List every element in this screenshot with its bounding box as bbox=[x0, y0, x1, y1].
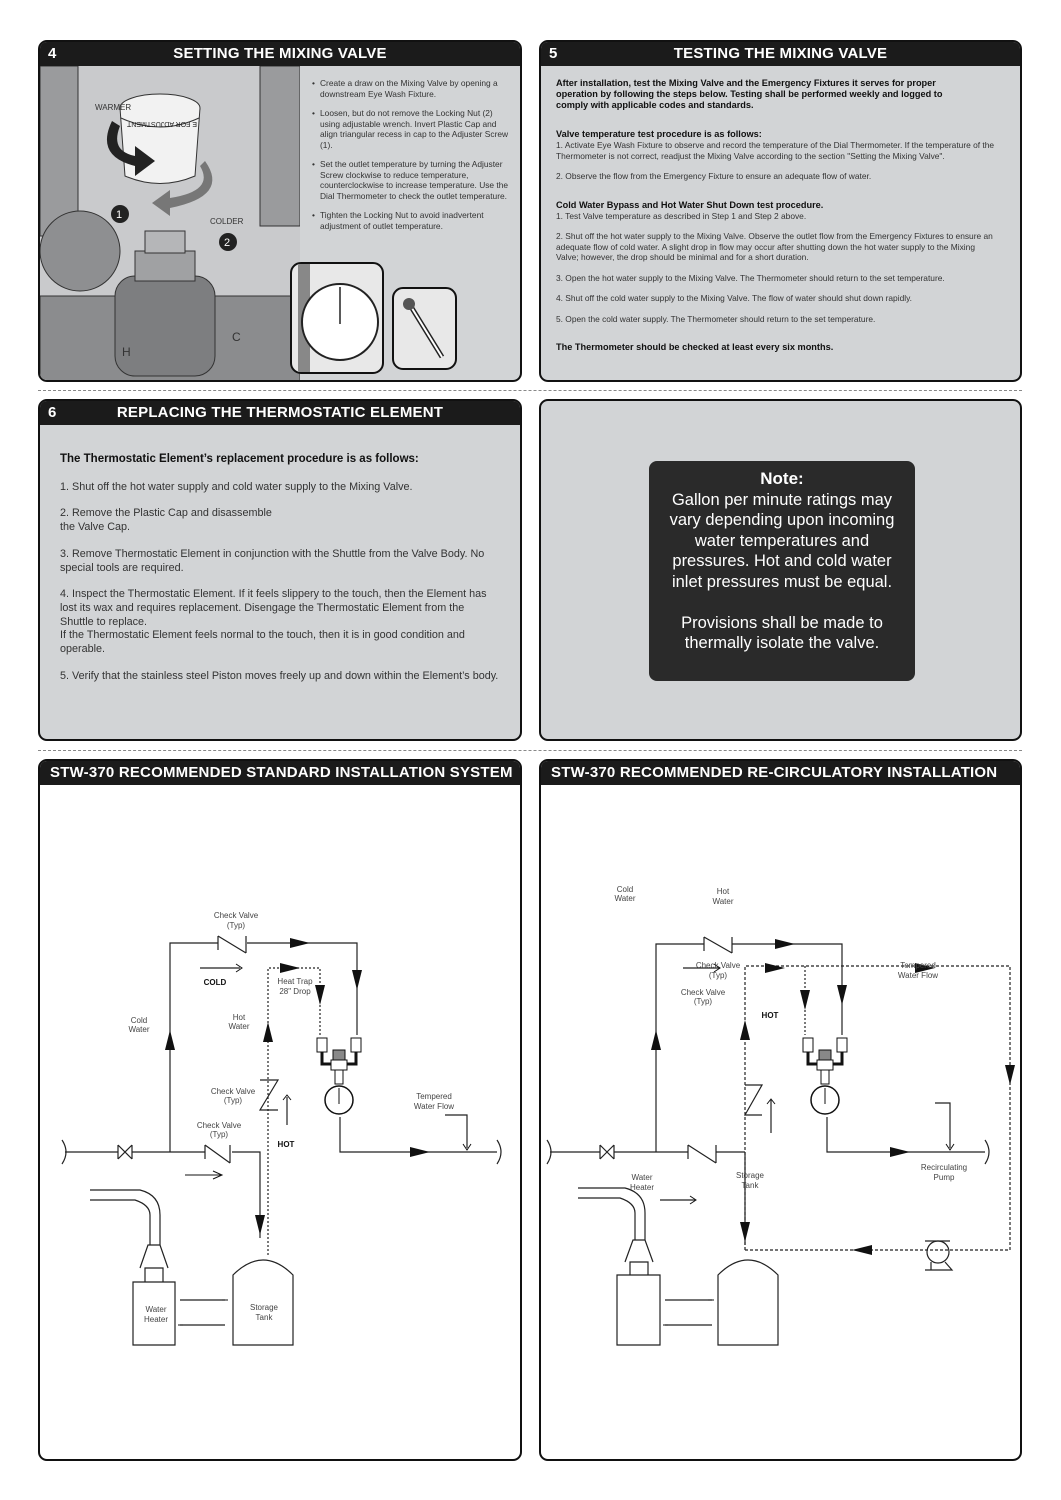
replacement-heading: The Thermostatic Element’s replacement p… bbox=[60, 453, 419, 465]
divider bbox=[38, 390, 1022, 391]
hot-inlet-label: H bbox=[122, 345, 131, 359]
list-item: 2. Shut off the hot water supply to the … bbox=[556, 231, 993, 262]
thermometer-check-note: The Thermometer should be checked at lea… bbox=[556, 342, 834, 352]
section-replacing-thermostatic-element: 6 REPLACING THE THERMOSTATIC ELEMENT The… bbox=[38, 399, 522, 741]
note-title: Note: bbox=[760, 469, 804, 488]
list-item: Create a draw on the Mixing Valve by ope… bbox=[312, 78, 510, 99]
section-testing-mixing-valve: 5 TESTING THE MIXING VALVE After install… bbox=[539, 40, 1022, 382]
note-text: Gallon per minute ratings may vary depen… bbox=[669, 490, 895, 591]
list-item: Tighten the Locking Nut to avoid inadver… bbox=[312, 210, 510, 231]
mixing-valve-adjustment-illustration: E FOR ADJUSTMENT WARMER COLDER 1 2 H C bbox=[40, 66, 300, 380]
section-number: 5 bbox=[549, 45, 558, 62]
callout-1: 1 bbox=[116, 209, 122, 221]
section-header: STW-370 RECOMMENDED RE-CIRCULATORY INSTA… bbox=[541, 761, 1020, 805]
cap-adjustment-text: E FOR ADJUSTMENT bbox=[126, 120, 197, 127]
callout-2: 2 bbox=[224, 237, 230, 249]
warmer-label: WARMER bbox=[95, 103, 131, 112]
list-item: 2. Remove the Plastic Cap and disassembl… bbox=[60, 507, 272, 534]
valve-test-heading: Valve temperature test procedure is as f… bbox=[556, 129, 762, 139]
section-header: 6 REPLACING THE THERMOSTATIC ELEMENT bbox=[40, 401, 520, 425]
section-number: 4 bbox=[48, 45, 57, 62]
bypass-test-heading: Cold Water Bypass and Hot Water Shut Dow… bbox=[556, 199, 824, 210]
wrench-icon bbox=[392, 287, 457, 370]
recirculatory-installation-panel: STW-370 RECOMMENDED RE-CIRCULATORY INSTA… bbox=[539, 759, 1022, 1461]
list-item: 5. Open the cold water supply. The Therm… bbox=[556, 313, 876, 324]
section-header: 5 TESTING THE MIXING VALVE bbox=[541, 42, 1020, 66]
setting-steps-list: Create a draw on the Mixing Valve by ope… bbox=[310, 78, 510, 231]
section-setting-mixing-valve: 4 SETTING THE MIXING VALVE E FOR ADJUSTM… bbox=[38, 40, 522, 382]
list-item: 4. Inspect the Thermostatic Element. If … bbox=[60, 588, 487, 656]
section-number: 6 bbox=[48, 404, 57, 421]
note-panel: Note: Gallon per minute ratings may vary… bbox=[539, 399, 1022, 741]
list-item: Loosen, but do not remove the Locking Nu… bbox=[312, 108, 510, 150]
section-title: REPLACING THE THERMOSTATIC ELEMENT bbox=[116, 404, 444, 421]
section-title: STW-370 RECOMMENDED RE-CIRCULATORY INSTA… bbox=[551, 764, 998, 805]
section-header: STW-370 RECOMMENDED STANDARD INSTALLATIO… bbox=[40, 761, 520, 785]
list-item: 1. Activate Eye Wash Fixture to observe … bbox=[556, 140, 995, 161]
testing-intro: After installation, test the Mixing Valv… bbox=[556, 78, 943, 110]
cold-inlet-label: C bbox=[232, 330, 241, 344]
section-title: TESTING THE MIXING VALVE bbox=[673, 45, 888, 62]
note-box: Note: Gallon per minute ratings may vary… bbox=[649, 461, 915, 681]
list-item: 3. Remove Thermostatic Element in conjun… bbox=[60, 547, 485, 574]
section-title: SETTING THE MIXING VALVE bbox=[173, 45, 387, 62]
list-item: 1. Shut off the hot water supply and col… bbox=[60, 480, 413, 493]
list-item: 5. Verify that the stainless steel Pisto… bbox=[60, 669, 499, 682]
note-text: Provisions shall be made to thermally is… bbox=[681, 613, 883, 653]
section-header: 4 SETTING THE MIXING VALVE bbox=[40, 42, 520, 66]
colder-label: COLDER bbox=[210, 217, 244, 226]
section-title: STW-370 RECOMMENDED STANDARD INSTALLATIO… bbox=[50, 764, 513, 781]
list-item: 4. Shut off the cold water supply to the… bbox=[556, 293, 912, 303]
list-item: Set the outlet temperature by turning th… bbox=[312, 159, 510, 201]
divider bbox=[38, 750, 1022, 751]
standard-installation-panel: STW-370 RECOMMENDED STANDARD INSTALLATIO… bbox=[38, 759, 522, 1461]
list-item: 2. Observe the flow from the Emergency F… bbox=[556, 171, 872, 181]
list-item: 3. Open the hot water supply to the Mixi… bbox=[556, 272, 945, 283]
dial-thermometer-inset bbox=[290, 262, 384, 374]
list-item: 1. Test Valve temperature as described i… bbox=[556, 210, 807, 221]
